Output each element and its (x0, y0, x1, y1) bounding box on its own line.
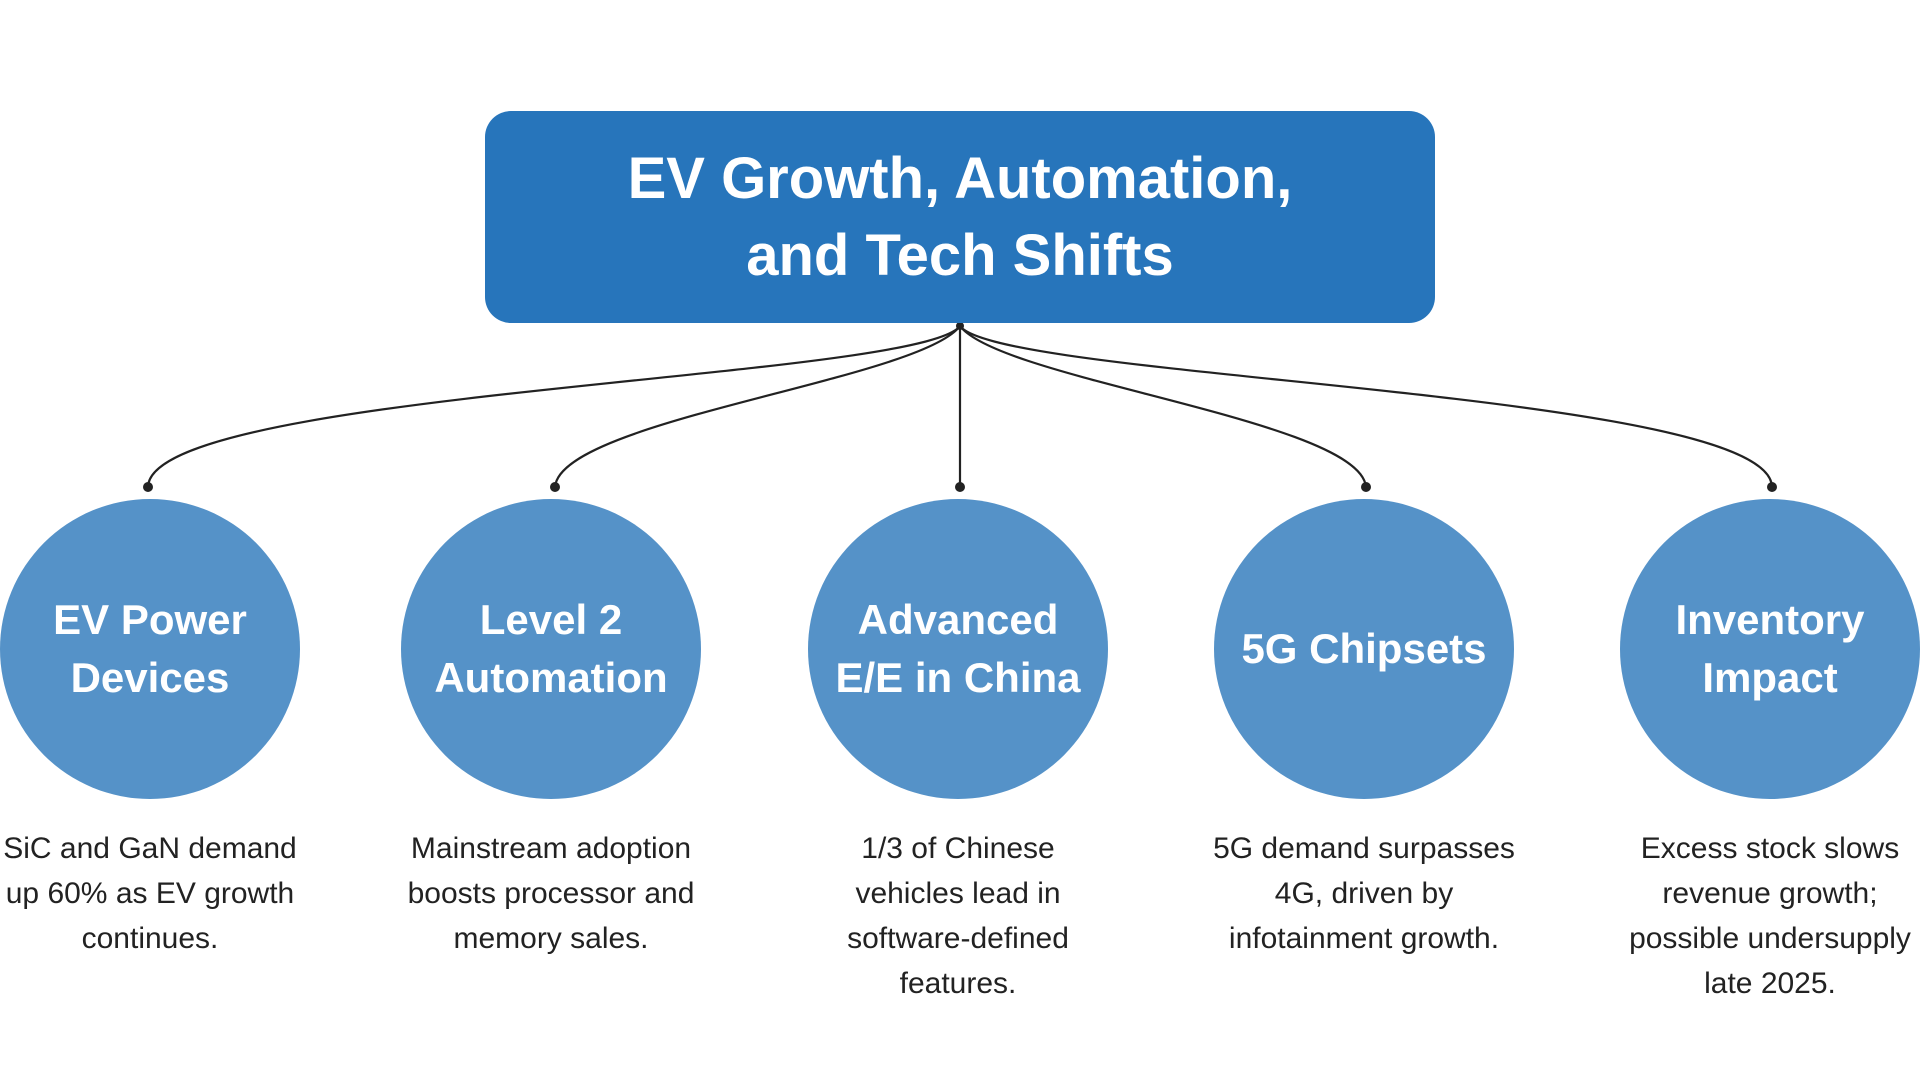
root-topic-title: EV Growth, Automation, and Tech Shifts (627, 146, 1293, 288)
connector-line-2 (553, 325, 961, 488)
topic-description: 1/3 of Chinese vehicles lead in software… (847, 832, 1069, 1000)
connector-line-4 (959, 325, 1368, 488)
topic-circle-advanced-ee-china: Advanced E/E in China (808, 499, 1108, 799)
connector-dot-2 (550, 482, 560, 492)
connector-dot-root (956, 322, 964, 330)
topic-circle-level-2-automation: Level 2 Automation (401, 499, 701, 799)
root-topic-box: EV Growth, Automation, and Tech Shifts (485, 111, 1435, 323)
topic-label: EV Power Devices (53, 596, 247, 701)
topic-description: 5G demand surpasses 4G, driven by infota… (1213, 832, 1515, 955)
topic-circle-5g-chipsets: 5G Chipsets (1214, 499, 1514, 799)
connector-dot-3 (955, 482, 965, 492)
topic-label: Inventory Impact (1675, 596, 1865, 701)
topic-label: 5G Chipsets (1241, 625, 1487, 672)
connector-line-1 (146, 325, 961, 488)
connector-line-5 (959, 325, 1774, 488)
topic-label: Level 2 Automation (434, 596, 668, 701)
topic-circle-inventory-impact: Inventory Impact (1620, 499, 1920, 799)
connector-dot-4 (1361, 482, 1371, 492)
topic-label: Advanced E/E in China (835, 596, 1081, 701)
connector-dot-5 (1767, 482, 1777, 492)
topic-description: Excess stock slows revenue growth; possi… (1629, 832, 1911, 1000)
connector-dot-1 (143, 482, 153, 492)
topic-circle-ev-power-devices: EV Power Devices (0, 499, 300, 799)
topic-description: Mainstream adoption boosts processor and… (407, 832, 695, 955)
topic-description: SiC and GaN demand up 60% as EV growth c… (3, 832, 297, 955)
